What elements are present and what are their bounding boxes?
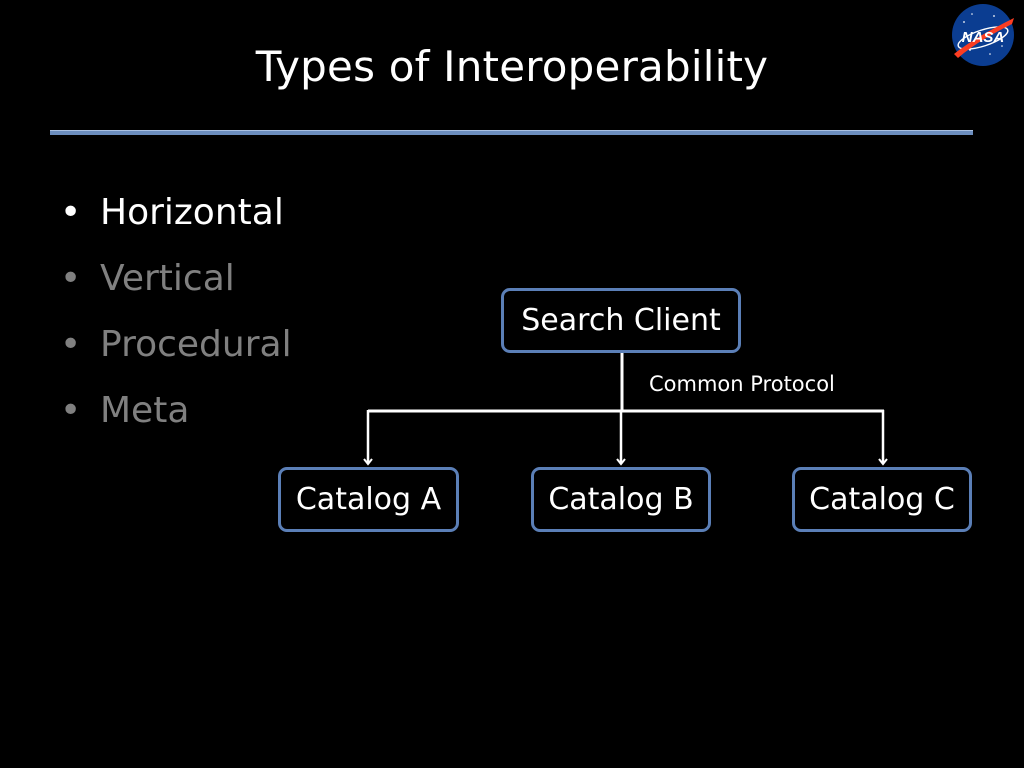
- catalog-a-node: Catalog A: [278, 467, 459, 532]
- bullet-item-procedural: • Procedural: [60, 320, 292, 386]
- bullet-marker: •: [60, 192, 82, 233]
- nasa-logo-text: NASA: [962, 29, 1005, 46]
- bullet-list: • Horizontal • Vertical • Procedural • M…: [60, 188, 292, 452]
- bullet-label: Horizontal: [100, 192, 284, 233]
- bullet-item-vertical: • Vertical: [60, 254, 292, 320]
- common-protocol-label: Common Protocol: [649, 372, 835, 396]
- bullet-marker: •: [60, 258, 82, 299]
- catalog-c-node: Catalog C: [792, 467, 972, 532]
- bullet-marker: •: [60, 390, 82, 431]
- bullet-item-horizontal: • Horizontal: [60, 188, 292, 254]
- search-client-node: Search Client: [501, 288, 741, 353]
- slide-title: Types of Interoperability: [255, 42, 769, 91]
- title-divider: [50, 130, 973, 135]
- nasa-meatball-icon: NASA: [950, 2, 1016, 68]
- bullet-label: Procedural: [100, 324, 292, 365]
- catalog-b-node: Catalog B: [531, 467, 711, 532]
- bullet-label: Vertical: [100, 258, 235, 299]
- bullet-item-meta: • Meta: [60, 386, 292, 452]
- bullet-label: Meta: [100, 390, 190, 431]
- bullet-marker: •: [60, 324, 82, 365]
